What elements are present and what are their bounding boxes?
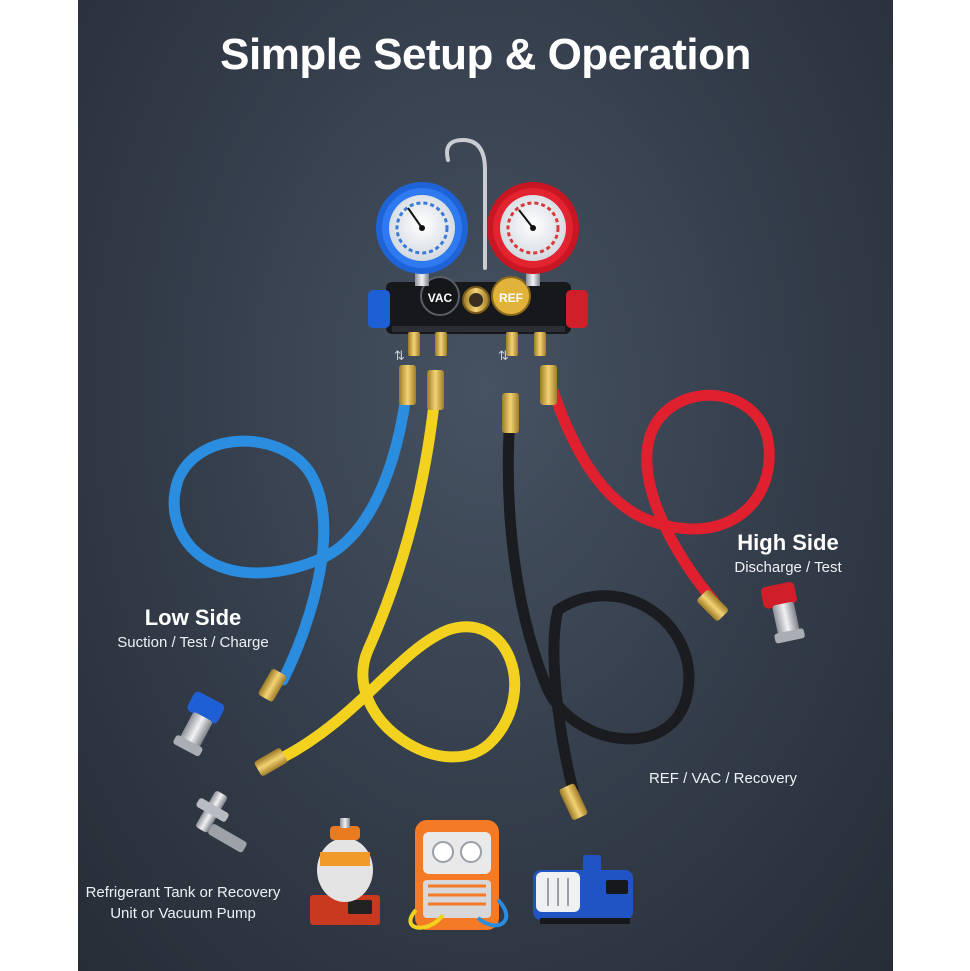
low-side-knob (368, 290, 390, 328)
fitting-blue-end (258, 669, 287, 702)
red-hose (542, 369, 775, 606)
hook-icon (445, 137, 487, 270)
low-side-subtitle: Suction / Test / Charge (117, 634, 269, 651)
high-side-coupler (760, 581, 805, 644)
page-title: Simple Setup & Operation (220, 30, 751, 79)
high-side-knob (566, 290, 588, 328)
ref-knob-label: REF (499, 291, 523, 305)
ref-line-label: REF / VAC / Recovery (648, 770, 798, 787)
equipment-label-line1: Refrigerant Tank or Recovery (85, 884, 281, 901)
recovery-unit (408, 820, 509, 930)
fitting-red-top (540, 365, 557, 405)
product-panel: VAC REF ⇅ ⇅ (78, 0, 893, 971)
fitting-yellow-top (427, 370, 444, 410)
yellow-hose (272, 379, 521, 766)
fitting-black-top (502, 393, 519, 433)
high-side-subtitle: Discharge / Test (734, 559, 842, 576)
vac-knob (420, 276, 460, 316)
blue-hose (168, 374, 414, 686)
high-pressure-gauge (487, 182, 579, 286)
refrigerant-tank (310, 818, 380, 925)
black-hose (502, 409, 695, 796)
vac-knob-label: VAC (428, 291, 453, 305)
svg-text:⇅: ⇅ (394, 348, 405, 363)
vacuum-pump (533, 855, 633, 924)
fitting-black-end (559, 783, 588, 820)
low-side-heading: Low Side (144, 605, 242, 630)
svg-text:⇅: ⇅ (498, 348, 509, 363)
fitting-blue-top (399, 365, 416, 405)
tank-adapter-valve (196, 791, 247, 853)
low-pressure-gauge (376, 182, 468, 286)
high-side-heading: High Side (737, 530, 839, 555)
low-side-coupler (173, 691, 225, 757)
manifold-gauge-illustration: VAC REF ⇅ ⇅ (168, 137, 805, 930)
fitting-red-end (697, 589, 729, 621)
ref-knob (491, 276, 531, 316)
equipment-label-line2: Unit or Vacuum Pump (110, 905, 256, 922)
fitting-yellow-end (254, 748, 288, 776)
